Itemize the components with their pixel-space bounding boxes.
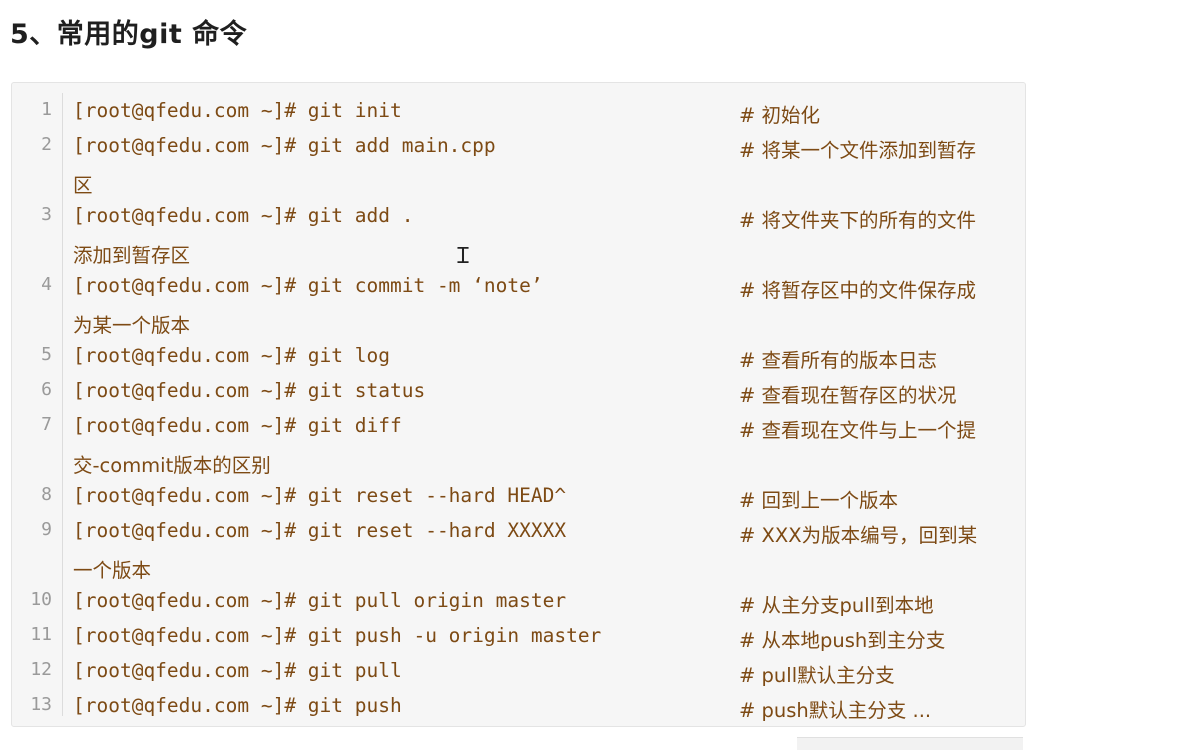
code-comment-wrap: 添加到暂存区 (73, 244, 191, 267)
line-number: 7 (41, 414, 52, 435)
line-number: 5 (41, 344, 52, 365)
code-comment: # pull默认主分支 (739, 664, 895, 687)
code-comment: # 将某一个文件添加到暂存 (739, 139, 977, 162)
line-number: 4 (41, 274, 52, 295)
line-number: 13 (30, 694, 52, 715)
code-comment: # 从主分支pull到本地 (739, 594, 934, 617)
partial-element (797, 737, 1023, 750)
code-comment: # push默认主分支 ... (739, 699, 932, 722)
code-comment: # 初始化 (739, 104, 821, 127)
code-comment: # 查看现在暂存区的状况 (739, 384, 957, 407)
code-command: [root@qfedu.com ~]# git push -u origin m… (73, 624, 602, 647)
code-comment-wrap: 为某一个版本 (73, 314, 191, 337)
line-number: 3 (41, 204, 52, 225)
code-command: [root@qfedu.com ~]# git diff (73, 414, 402, 437)
line-number: 11 (30, 624, 52, 645)
code-command: [root@qfedu.com ~]# git reset --hard XXX… (73, 519, 567, 542)
code-command: [root@qfedu.com ~]# git push (73, 694, 402, 717)
gutter-divider (62, 93, 63, 716)
code-comment: # 将暂存区中的文件保存成 (739, 279, 977, 302)
code-comment-wrap: 区 (73, 174, 93, 197)
code-comment: # 查看所有的版本日志 (739, 349, 938, 372)
code-command: [root@qfedu.com ~]# git init (73, 99, 402, 122)
code-command: [root@qfedu.com ~]# git pull (73, 659, 402, 682)
code-comment-wrap: 交-commit版本的区别 (73, 454, 271, 477)
code-block[interactable]: 1 [root@qfedu.com ~]# git init # 初始化 2 [… (11, 82, 1026, 727)
line-number: 6 (41, 379, 52, 400)
code-comment-wrap: 一个版本 (73, 559, 152, 582)
line-number: 1 (41, 99, 52, 120)
line-number: 10 (30, 589, 52, 610)
code-command: [root@qfedu.com ~]# git reset --hard HEA… (73, 484, 567, 507)
line-number: 9 (41, 519, 52, 540)
line-number: 12 (30, 659, 52, 680)
page-heading: 5、常用的git 命令 (10, 19, 248, 50)
code-command: [root@qfedu.com ~]# git commit -m ‘note’ (73, 274, 543, 297)
code-command: [root@qfedu.com ~]# git log (73, 344, 390, 367)
text-cursor-icon: Ｉ (452, 244, 475, 269)
code-comment: # 查看现在文件与上一个提 (739, 419, 977, 442)
code-command: [root@qfedu.com ~]# git status (73, 379, 426, 402)
code-comment: # 从本地push到主分支 (739, 629, 946, 652)
code-command: [root@qfedu.com ~]# git pull origin mast… (73, 589, 567, 612)
code-comment: # 将文件夹下的所有的文件 (739, 209, 977, 232)
code-comment: # XXX为版本编号，回到某 (739, 524, 978, 547)
code-command: [root@qfedu.com ~]# git add main.cpp (73, 134, 496, 157)
code-comment: # 回到上一个版本 (739, 489, 899, 512)
code-command: [root@qfedu.com ~]# git add . (73, 204, 414, 227)
line-number: 8 (41, 484, 52, 505)
line-number: 2 (41, 134, 52, 155)
